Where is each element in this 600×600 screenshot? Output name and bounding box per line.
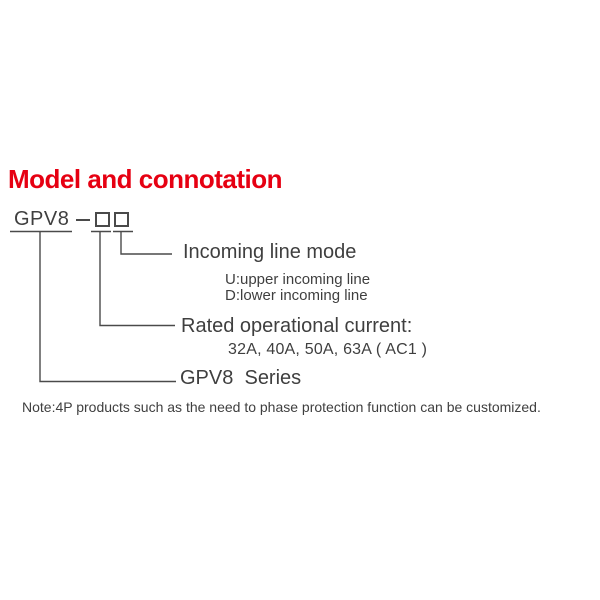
rated-current-label: Rated operational current: — [181, 315, 413, 337]
model-code-prefix: GPV8 — [14, 208, 70, 230]
model-code-placeholder-box-1 — [95, 212, 110, 227]
incoming-line-mode-details: U:upper incoming line D:lower incoming l… — [225, 272, 370, 303]
connector-incoming-line — [120, 231, 172, 255]
model-code-placeholder-box-2 — [114, 212, 129, 227]
series-label: GPV8 Series — [180, 367, 302, 389]
incoming-line-mode-label: Incoming line mode — [183, 241, 357, 263]
upper-incoming-line-detail: U:upper incoming line — [225, 271, 371, 288]
section-title: Model and connotation — [8, 164, 283, 194]
rated-current-values: 32A, 40A, 50A, 63A ( AC1 ) — [228, 341, 428, 358]
customization-note: Note:4P products such as the need to pha… — [22, 399, 541, 415]
connector-rated-current — [99, 231, 175, 327]
connector-series — [39, 231, 176, 383]
lower-incoming-line-detail: D:lower incoming line — [225, 286, 368, 304]
